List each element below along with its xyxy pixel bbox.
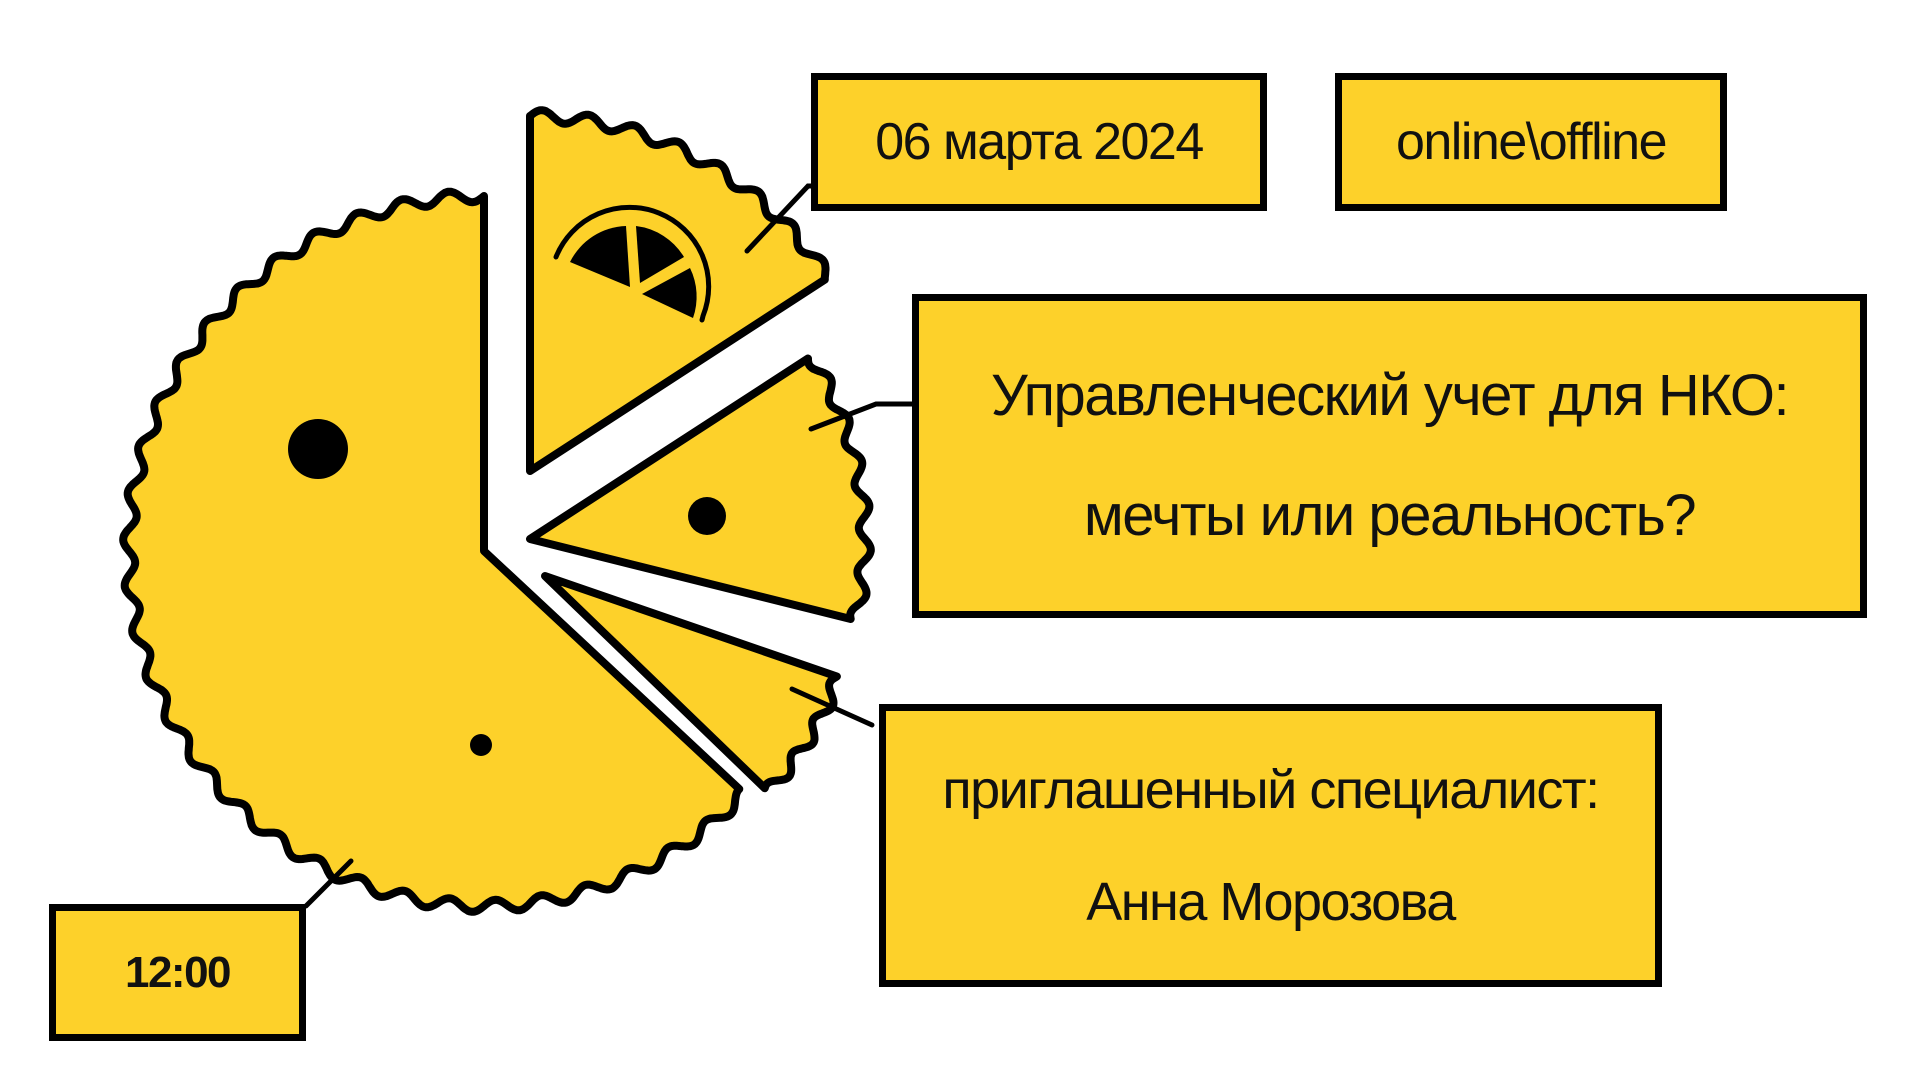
title-box: Управленческий учет для НКО: мечты или р… bbox=[912, 294, 1867, 618]
speaker-box: приглашенный специалист: Анна Морозова bbox=[879, 704, 1662, 987]
format-box: online\offline bbox=[1335, 73, 1727, 211]
connector-time bbox=[303, 858, 354, 909]
pie-lower-slice bbox=[541, 572, 841, 793]
speaker-label: приглашенный специалист: bbox=[942, 759, 1600, 820]
connector-speaker bbox=[789, 686, 875, 728]
event-title-line2: мечты или реальность? bbox=[1083, 483, 1697, 548]
pie-pieces bbox=[119, 106, 875, 916]
lemon-slice-icon bbox=[553, 204, 712, 323]
speaker-name: Анна Морозова bbox=[1086, 871, 1456, 932]
pie-dots bbox=[288, 419, 726, 756]
time-box: 12:00 bbox=[49, 904, 306, 1041]
pie-middle-slice bbox=[526, 354, 875, 623]
event-format: online\offline bbox=[1395, 113, 1668, 171]
connector-lines bbox=[303, 183, 915, 909]
connector-date bbox=[744, 183, 814, 254]
date-box: 06 марта 2024 bbox=[811, 73, 1267, 211]
event-date: 06 марта 2024 bbox=[875, 113, 1204, 171]
pie-main-piece bbox=[119, 187, 744, 916]
event-time: 12:00 bbox=[124, 947, 232, 997]
event-title-line1: Управленческий учет для НКО: bbox=[990, 363, 1790, 428]
connector-title bbox=[808, 401, 915, 432]
